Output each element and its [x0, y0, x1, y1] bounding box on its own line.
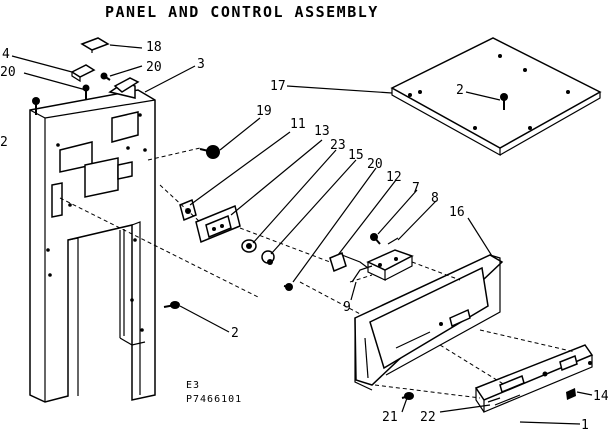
part-14-clip: [566, 388, 576, 400]
part-22-trim: [487, 397, 501, 403]
part-9-wire: [351, 265, 373, 283]
callout-3: 3: [197, 57, 205, 72]
part-3-frame: [29, 77, 156, 403]
callout-20-c: 20: [367, 157, 383, 172]
callout-15: 15: [348, 148, 364, 163]
callout-2-lower: 2: [231, 326, 239, 341]
code-line-1: E3: [186, 380, 200, 391]
callout-2-top: 2: [456, 83, 464, 98]
callout-18: 18: [146, 40, 162, 55]
screw-part-21: [401, 392, 414, 400]
callout-17: 17: [270, 79, 286, 94]
part-7-screw: [370, 233, 381, 245]
part-23-knob: [241, 239, 257, 253]
callout-8: 8: [431, 191, 439, 206]
screw-part-2-top: [500, 93, 508, 110]
callout-21: 21: [382, 410, 398, 425]
part-4-clip: [70, 64, 96, 83]
part-12-connector: [329, 251, 369, 273]
callout-4: 4: [2, 47, 10, 62]
callout-9: 9: [343, 300, 351, 315]
part-16-panel-frame: [354, 254, 504, 391]
part-8-switch-block: [366, 237, 414, 281]
part-18-bracket: [80, 37, 110, 53]
callout-20-a: 20: [0, 65, 16, 80]
part-1-control-panel: [474, 344, 594, 413]
code-line-2: P7466101: [186, 394, 242, 405]
callout-23: 23: [330, 138, 346, 153]
callout-14: 14: [593, 389, 608, 404]
callout-1: 1: [581, 418, 589, 431]
callout-11: 11: [290, 117, 306, 132]
screw-part-20-mid: [283, 283, 293, 291]
diagram-title: PANEL AND CONTROL ASSEMBLY: [105, 3, 379, 21]
part-15-knob: [261, 250, 275, 265]
callout-12: 12: [386, 170, 402, 185]
part-13-bracket: [195, 204, 241, 244]
screw-part-2-left: [32, 97, 40, 115]
callout-16: 16: [449, 205, 465, 220]
callout-7: 7: [412, 181, 420, 196]
callout-2-left: 2: [0, 135, 8, 150]
screw-part-20-left: [82, 84, 90, 99]
callout-20-b: 20: [146, 60, 162, 75]
part-19-knob: [199, 145, 220, 159]
alignment-lines: [59, 184, 576, 399]
callout-19: 19: [256, 104, 272, 119]
callout-13: 13: [314, 124, 330, 139]
leader-lines: [11, 44, 593, 425]
screw-part-20-top: [100, 72, 111, 81]
callout-22: 22: [420, 410, 436, 425]
part-17-cover-plate: [390, 37, 602, 157]
screw-part-2-lower: [163, 301, 180, 309]
